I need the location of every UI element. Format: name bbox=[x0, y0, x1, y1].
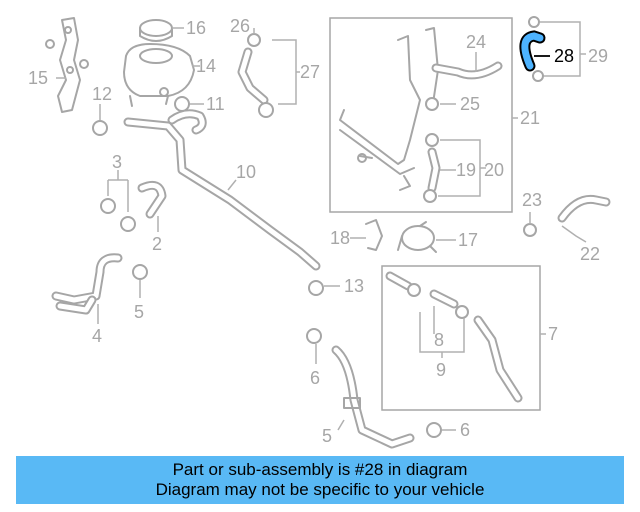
part-11-clamp bbox=[174, 96, 204, 112]
callout-23: 23 bbox=[522, 190, 542, 210]
part-17-pump bbox=[397, 221, 456, 253]
callout-27: 27 bbox=[300, 62, 320, 82]
part-5-hose bbox=[331, 345, 415, 449]
part-29-clamps bbox=[540, 21, 586, 77]
callout-10: 10 bbox=[236, 162, 256, 182]
callout-6-lower: 6 bbox=[460, 420, 470, 440]
callout-24: 24 bbox=[466, 32, 486, 52]
part-13-clamp bbox=[308, 280, 340, 296]
part-25-clamp bbox=[425, 97, 456, 111]
callout-9: 9 bbox=[436, 360, 446, 380]
part-2-clamps bbox=[100, 170, 136, 232]
part-16-cap bbox=[139, 19, 184, 42]
part-3-hose bbox=[51, 253, 123, 324]
callout-22: 22 bbox=[580, 244, 600, 264]
callout-20: 20 bbox=[484, 160, 504, 180]
callout-3: 4 bbox=[92, 326, 102, 346]
callout-7: 7 bbox=[548, 324, 558, 344]
callout-8: 8 bbox=[434, 330, 444, 350]
callout-26: 26 bbox=[230, 16, 250, 36]
part-24-hose bbox=[431, 52, 503, 80]
part-6-clamp-upper bbox=[306, 328, 322, 364]
part-28-highlighted-hose bbox=[519, 16, 550, 82]
part-1-hose bbox=[137, 180, 167, 232]
callout-16: 16 bbox=[186, 18, 206, 38]
footer-banner: Part or sub-assembly is #28 in diagram D… bbox=[16, 456, 624, 504]
footer-line-disclaimer: Diagram may not be specific to your vehi… bbox=[155, 480, 485, 499]
callout-12: 12 bbox=[92, 84, 112, 104]
callout-14: 14 bbox=[196, 56, 216, 76]
part-18-bracket bbox=[350, 219, 383, 251]
part-6-clamp-lower bbox=[426, 422, 456, 438]
callout-5: 5 bbox=[322, 426, 332, 446]
callout-17: 17 bbox=[458, 230, 478, 250]
part-4-clamp bbox=[132, 264, 148, 298]
callout-1: 2 bbox=[152, 234, 162, 254]
subassembly-box-21 bbox=[329, 17, 513, 213]
part-10-pipe bbox=[123, 109, 321, 271]
callout-19: 19 bbox=[456, 160, 476, 180]
part-22-hose bbox=[557, 194, 611, 243]
callout-18: 18 bbox=[330, 228, 350, 248]
part-19-20-hose bbox=[423, 133, 486, 203]
part-26-27-hose bbox=[237, 28, 300, 118]
part-7-hoses bbox=[385, 271, 523, 403]
callout-15: 15 bbox=[28, 68, 48, 88]
subassembly-box-7 bbox=[381, 265, 541, 411]
callout-11: 11 bbox=[206, 94, 225, 114]
part-14-reservoir bbox=[123, 43, 200, 107]
callout-29: 29 bbox=[588, 46, 608, 66]
part-21-pipe-assembly bbox=[339, 27, 439, 191]
footer-line-part-info: Part or sub-assembly is #28 in diagram bbox=[172, 460, 468, 479]
callout-28-highlighted: 28 bbox=[554, 46, 574, 66]
callout-6-upper: 6 bbox=[310, 368, 320, 388]
part-15-bracket bbox=[45, 17, 89, 113]
parts-diagram: 15 16 14 11 12 10 3 bbox=[28, 16, 611, 449]
callout-13: 13 bbox=[344, 276, 364, 296]
callout-2: 3 bbox=[112, 152, 122, 172]
part-23-clamp bbox=[523, 212, 537, 237]
part-12-clamp bbox=[92, 104, 108, 136]
callout-25: 25 bbox=[460, 94, 480, 114]
callout-4: 5 bbox=[134, 302, 144, 322]
callout-21: 21 bbox=[520, 108, 540, 128]
